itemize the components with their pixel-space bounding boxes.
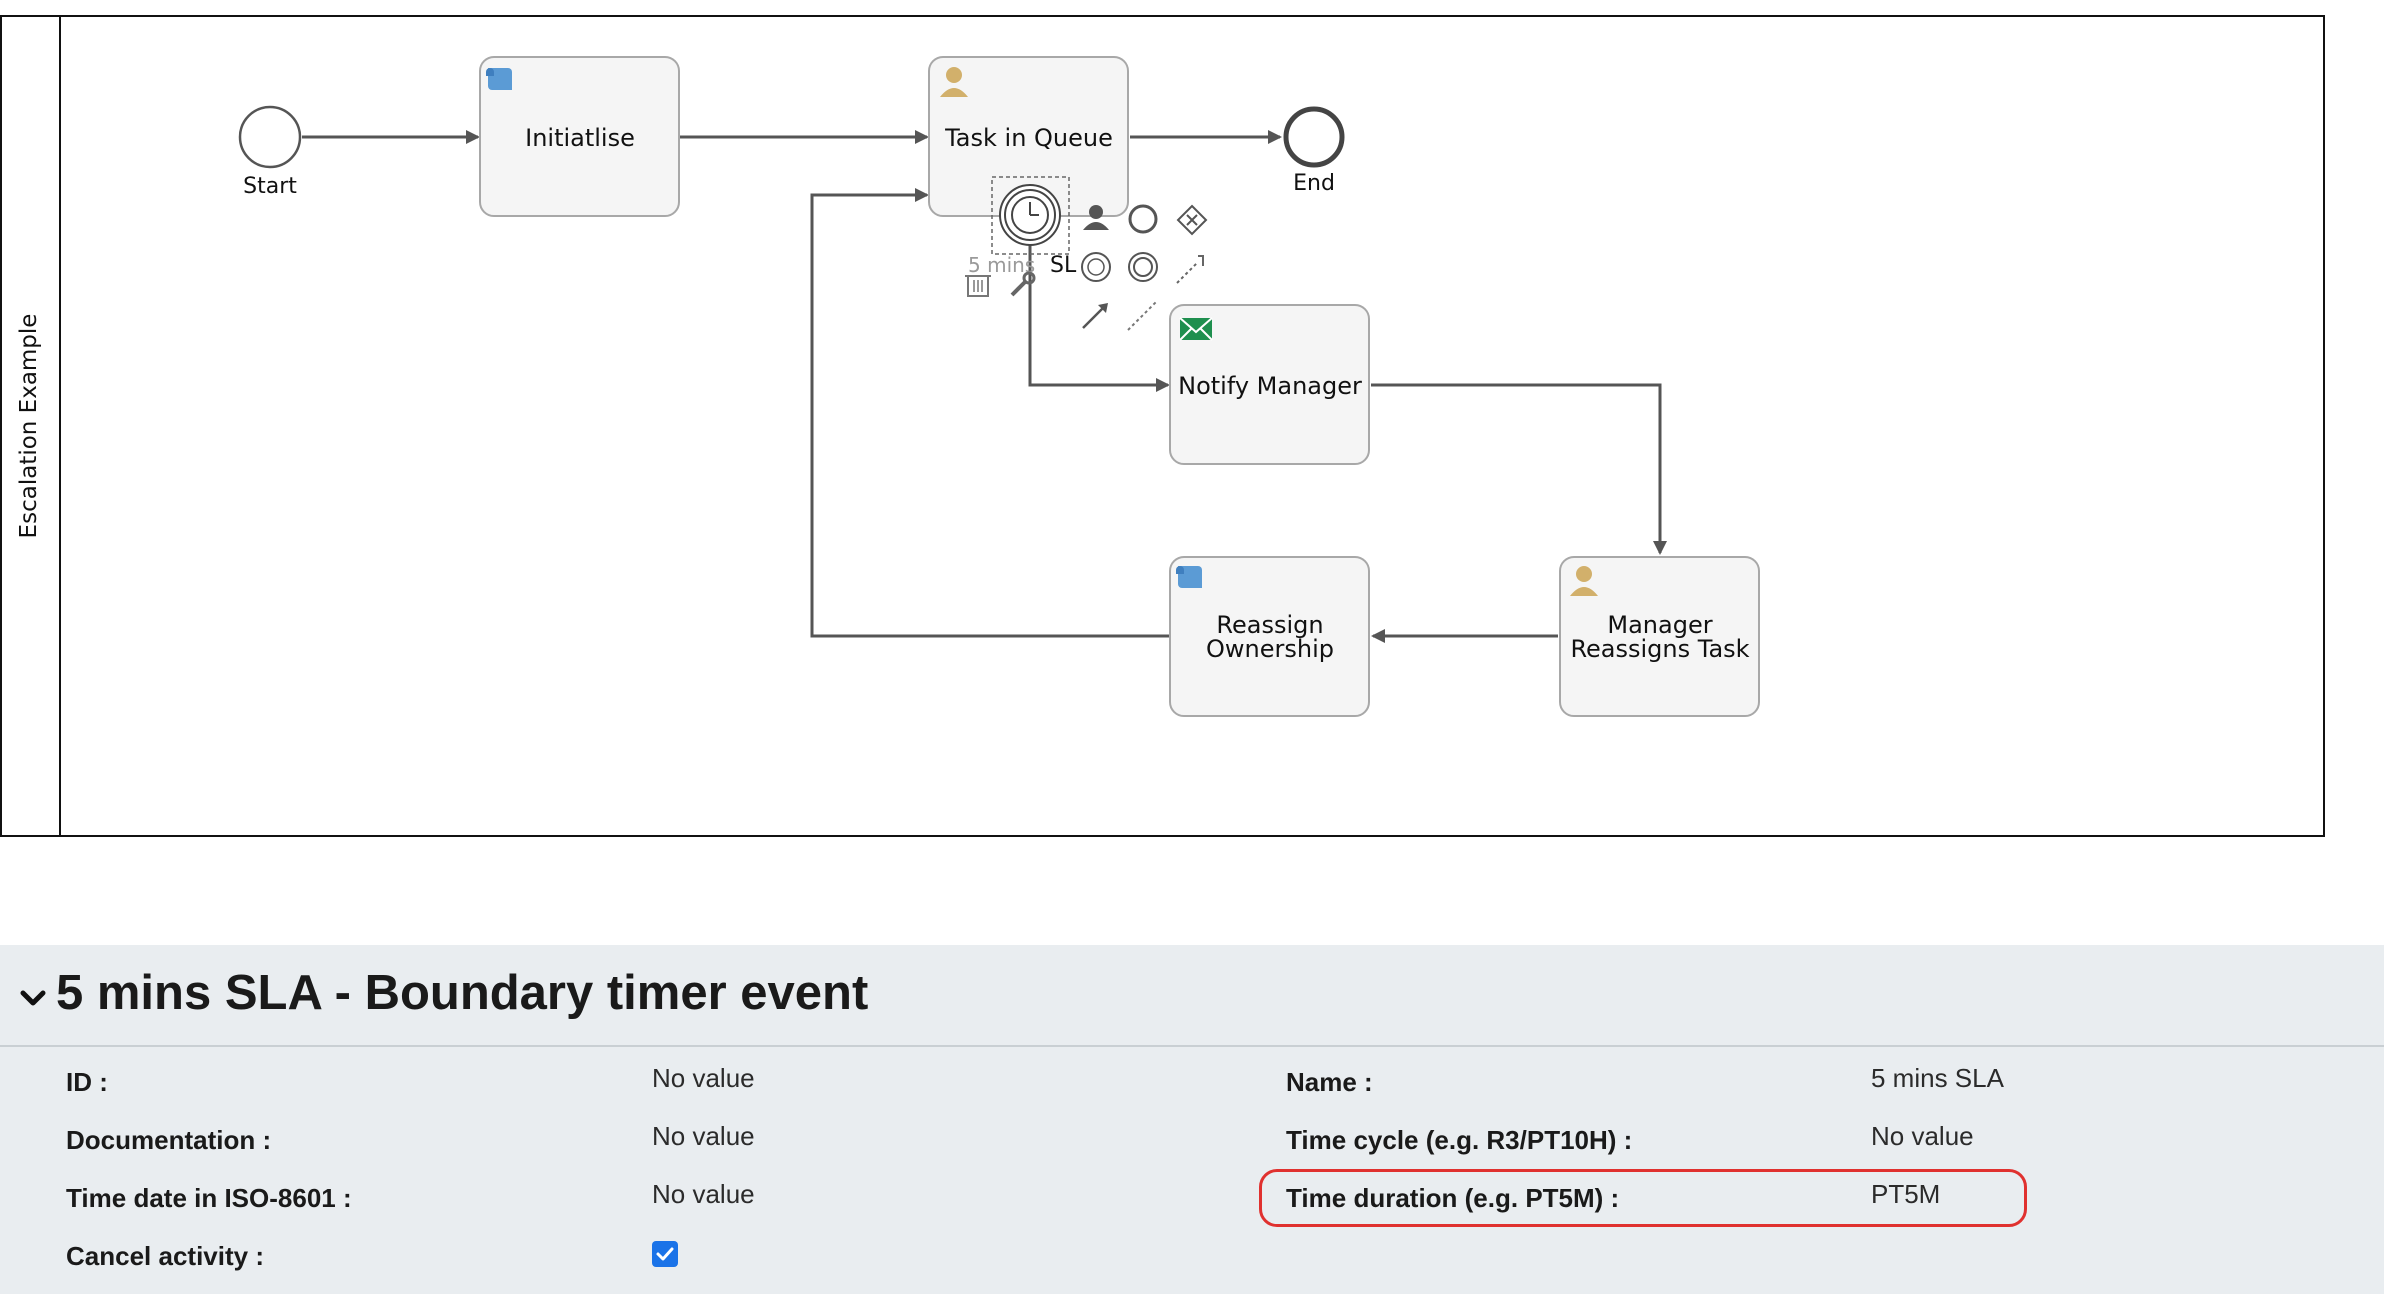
cancel-activity-checkbox[interactable] [652, 1241, 678, 1267]
id-label: ID : [66, 1067, 108, 1097]
wrench-icon[interactable] [1010, 271, 1036, 297]
id-value[interactable]: No value [652, 1063, 755, 1093]
user-task-icon [1570, 566, 1598, 596]
properties-header: 5 mins SLA - Boundary timer event [0, 945, 2384, 1047]
time-cycle-label: Time cycle (e.g. R3/PT10H) : [1286, 1125, 1633, 1155]
flow-reassign-to-queue[interactable] [810, 188, 1169, 638]
task-reassign-ownership[interactable]: Reassign Ownership [1169, 556, 1370, 717]
selection-box [991, 176, 1070, 255]
properties-title: 5 mins SLA - Boundary timer event [56, 966, 869, 1020]
task-notify-manager-label: Notify Manager [1178, 372, 1362, 400]
time-date-label: Time date in ISO-8601 : [66, 1183, 352, 1213]
append-annotation-icon[interactable] [1176, 255, 1204, 284]
user-task-icon [940, 67, 968, 97]
task-in-queue[interactable]: Task in Queue [928, 56, 1129, 217]
script-task-icon [486, 68, 512, 90]
boundary-label-right: SL [1050, 253, 1077, 278]
bpmn-diagram[interactable]: Escalation Example Start End Initiatlise… [0, 0, 2384, 945]
task-initialise[interactable]: Initiatlise [479, 56, 680, 217]
end-label: End [1293, 171, 1335, 196]
name-label: Name : [1286, 1067, 1373, 1097]
properties-panel: 5 mins SLA - Boundary timer event ID : N… [0, 945, 2384, 1294]
task-manager-reassigns[interactable]: Manager Reassigns Task [1559, 556, 1760, 717]
boundary-timer-event[interactable]: 5 mins SL [968, 176, 1077, 278]
clock-icon [1011, 196, 1049, 234]
checkmark-icon [656, 1247, 674, 1261]
append-user-task-icon[interactable] [1083, 205, 1109, 230]
task-manager-label-line1: Manager [1607, 611, 1712, 639]
append-intermediate-event-icon[interactable] [1128, 252, 1158, 282]
end-event[interactable] [1283, 106, 1345, 168]
task-notify-manager[interactable]: Notify Manager [1169, 304, 1370, 465]
chevron-down-icon[interactable] [18, 983, 48, 1013]
time-duration-value[interactable]: PT5M [1871, 1179, 1941, 1209]
append-gateway-icon[interactable] [1176, 204, 1208, 236]
task-in-queue-label: Task in Queue [944, 124, 1113, 152]
process-canvas[interactable]: Escalation Example Start End Initiatlise… [0, 0, 2384, 945]
association-icon[interactable] [1127, 301, 1157, 331]
context-palette [965, 204, 1208, 331]
time-date-value[interactable]: No value [652, 1179, 755, 1209]
time-cycle-value[interactable]: No value [1871, 1121, 1974, 1151]
start-event[interactable] [238, 105, 302, 169]
boundary-label-left: 5 mins [968, 253, 1035, 277]
connect-arrow-icon[interactable] [1082, 303, 1108, 329]
trash-icon[interactable] [965, 275, 991, 297]
task-manager-label-line2: Reassigns Task [1570, 635, 1749, 663]
script-task-icon [1176, 566, 1202, 588]
pool-label: Escalation Example [16, 314, 42, 539]
documentation-value[interactable]: No value [652, 1121, 755, 1151]
append-end-event-icon[interactable] [1128, 204, 1158, 234]
task-reassign-label-line2: Ownership [1206, 635, 1334, 663]
name-value[interactable]: 5 mins SLA [1871, 1063, 2004, 1093]
task-initialise-label: Initiatlise [525, 124, 635, 152]
task-reassign-label-line1: Reassign [1216, 611, 1323, 639]
documentation-label: Documentation : [66, 1125, 272, 1155]
flow-notify-to-manager[interactable] [1371, 383, 1667, 555]
cancel-activity-label: Cancel activity : [66, 1241, 264, 1271]
pool[interactable] [0, 15, 2325, 837]
start-label: Start [243, 174, 297, 199]
append-timer-event-icon[interactable] [1081, 252, 1111, 282]
mail-icon [1179, 317, 1213, 341]
time-duration-label: Time duration (e.g. PT5M) : [1286, 1183, 1620, 1213]
